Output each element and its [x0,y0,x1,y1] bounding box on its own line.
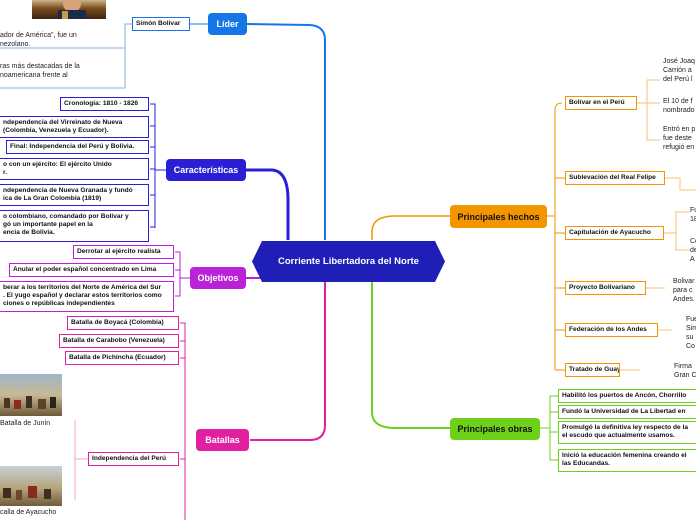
caracteristica-cronologia[interactable]: Cronología: 1810 - 1826 [60,97,149,111]
educacion-line-1: Inició la educación femenina creando el [562,452,687,459]
battle-scene-2 [3,486,51,500]
peru-note-line-6: Entró en p [663,126,696,133]
central-topic-shape [252,241,445,282]
educacion-line-2: las Educandas. [562,460,611,467]
escudo-line-1: Promulgó la definitiva ley respecto de l… [562,424,689,431]
ejercito-colombiano-line-3: encia de Bolivia. [3,229,55,236]
lider-note-line-4: noamericana frente al [0,72,68,79]
escudo-line-2: el escudo que actualmente usamos. [562,432,675,439]
obra-educacion-femenina[interactable]: Inició la educación femenina creando el … [558,449,696,472]
peru-note-line-8: refugió en [663,144,695,151]
federacion-note-line-2: Sim [686,325,696,332]
liberar-line-3: ciones o repúblicas independientes [3,300,115,307]
obra-escudo[interactable]: Promulgó la definitiva ley respecto de l… [558,421,696,444]
tratado-note-line-1: Firma [674,363,692,370]
ejercito-line-1: o con un ejército: El ejército Unido [3,161,112,168]
federacion-note-line-4: Co [686,343,695,350]
objetivo-derrotar[interactable]: Derrotar al ejército realista [73,245,174,259]
peru-note-line-1: José Joaq [663,58,695,65]
cap-note-line-3: Co [690,238,696,245]
virreinato-line-2: (Colombia, Venezuela y Ecuador). [3,127,109,134]
caption-batalla-junin: Batalla de Junín [0,420,51,427]
gran-colombia-line-1: ndependencia de Nueva Granada y fundó [3,187,133,194]
central-topic-label: Corriente Libertadora del Norte [278,256,419,267]
hecho-bolivar-en-peru[interactable]: Bolívar en el Perú [565,96,637,110]
cap-note-line-2: 18 [690,216,696,223]
peru-note-line-4: El 10 de f [663,98,693,105]
topic-principales-obras[interactable]: Principales obras [450,418,540,440]
obra-universidad[interactable]: Fundó la Universidad de La Libertad en [558,405,696,419]
hecho-sublevacion[interactable]: Sublevación del Real Felipe [565,171,665,185]
topic-objetivos[interactable]: Objetivos [190,267,246,289]
ejercito-colombiano-line-1: o colombiano, comandado por Bolívar y [3,213,129,220]
ejercito-line-2: r. [3,169,8,176]
virreinato-line-1: ndependencia del Virreinato de Nueva [3,119,123,126]
proyecto-note-line-2: para c [673,287,693,294]
hecho-federacion-andes[interactable]: Federación de los Andes [565,323,658,337]
peru-note-line-2: Carrión a [663,67,692,74]
node-independencia-peru[interactable]: Independencia del Perú [88,452,179,466]
proyecto-note-line-3: Andes. [673,296,695,303]
topic-principales-hechos[interactable]: Principales hechos [450,205,547,228]
cap-note-line-4: de [690,247,696,254]
batalla-pichincha[interactable]: Batalla de Pichincha (Ecuador) [65,351,179,365]
cap-note-line-1: Fu [690,207,696,214]
objetivo-liberar[interactable]: berar a los territorios del Norte de Amé… [0,281,174,312]
caracteristica-ejercito-colombiano[interactable]: o colombiano, comandado por Bolívar y gó… [0,210,149,242]
battle-scene-1 [4,396,56,409]
liberar-line-1: berar a los territorios del Norte de Amé… [3,284,162,291]
peru-note-line-3: del Perú l [663,76,693,83]
topic-caracteristicas[interactable]: Características [166,159,246,181]
lider-note-line-1: ador de América", fue un [0,32,77,39]
caracteristica-virreinato[interactable]: ndependencia del Virreinato de Nueva (Co… [0,116,149,138]
caption-batalla-ayacucho: calla de Ayacucho [0,509,57,516]
peru-note-line-7: fue deste [663,135,692,142]
topic-lider[interactable]: Líder [208,13,247,35]
batalla-boyaca[interactable]: Batalla de Boyacá (Colombia) [67,316,179,330]
caracteristica-gran-colombia[interactable]: ndependencia de Nueva Granada y fundó ic… [0,184,149,206]
objetivo-anular[interactable]: Anular el poder español concentrado en L… [9,263,174,277]
node-simon-bolivar[interactable]: Simón Bolivar [132,17,190,31]
bolivar-portrait-image [32,0,106,19]
lider-note-line-2: nezolano. [0,41,31,48]
batalla-junin-image [0,374,62,416]
tratado-note-line-2: Gran C [674,372,696,379]
ejercito-colombiano-line-2: gó un importante papel en la [3,221,93,228]
peru-note-line-5: nombrado [663,107,695,114]
federacion-note-line-3: su [686,334,694,341]
hecho-capitulacion[interactable]: Capitulación de Ayacucho [565,226,664,240]
cap-note-line-5: A [690,256,695,263]
central-topic[interactable]: Corriente Libertadora del Norte [252,241,445,282]
portrait-figure [58,0,86,19]
lider-note-line-3: ras más destacadas de la [0,63,80,70]
liberar-line-2: . El yugo español y declarar estos terri… [3,292,162,299]
hecho-proyecto-bolivariano[interactable]: Proyecto Bolivariano [565,281,646,295]
federacion-note-line-1: Fue [686,316,696,323]
gran-colombia-line-2: ica de La Gran Colombia (1819) [3,195,102,202]
batalla-carabobo[interactable]: Batalla de Carabobo (Venezuela) [59,334,179,348]
caracteristica-final[interactable]: Final: Independencia del Perú y Bolivia. [6,140,149,154]
batalla-ayacucho-image [0,466,62,506]
topic-batallas[interactable]: Batallas [196,429,249,451]
obra-puertos[interactable]: Habilitó los puertos de Ancón, Chorrillo [558,389,696,403]
proyecto-note-line-1: Bolivar [673,278,695,285]
hecho-tratado-guayaquil[interactable]: Tratado de Guayaquil [565,363,620,377]
caracteristica-ejercito[interactable]: o con un ejército: El ejército Unido r. [0,158,149,180]
